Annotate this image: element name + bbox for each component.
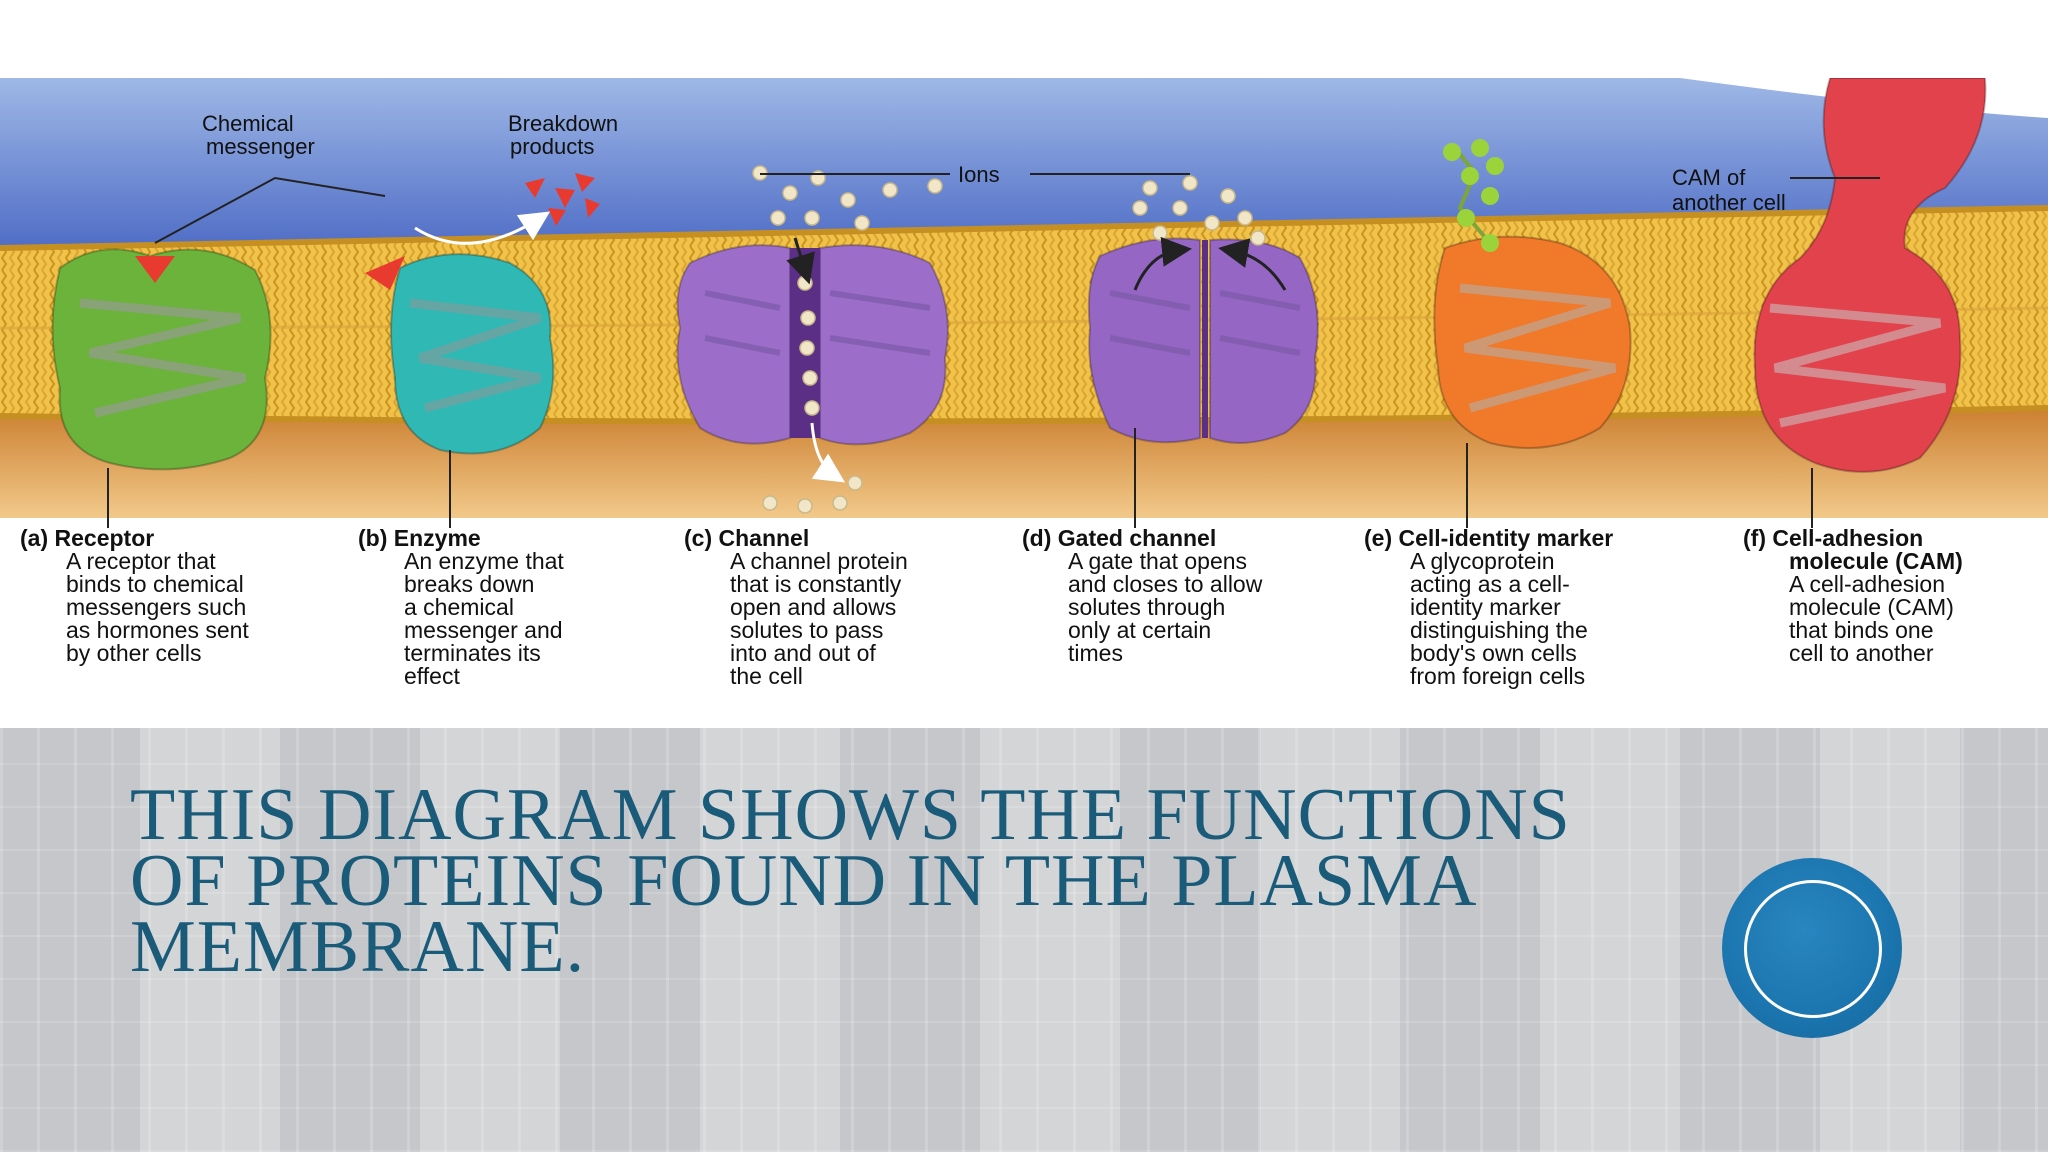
free-messenger [365,256,405,290]
protein-desc-2-4: into and out of [730,640,876,666]
label-cam-other-1: CAM of [1672,165,1746,190]
protein-desc-2-0: A channel protein [730,548,908,574]
protein-title-0-0: (a) Receptor [20,525,154,551]
protein-desc-5-2: that binds one [1789,617,1934,643]
protein-desc-4-5: from foreign cells [1410,663,1585,689]
receptor-protein [51,248,272,471]
gated-channel-protein [1087,237,1319,444]
protein-desc-0-0: A receptor that [66,548,216,574]
protein-desc-5-1: molecule (CAM) [1789,594,1954,620]
protein-desc-0-3: as hormones sent [66,617,249,643]
ions [752,165,1266,514]
protein-desc-1-3: messenger and [404,617,563,643]
protein-desc-2-3: solutes to pass [730,617,883,643]
protein-desc-3-1: and closes to allow [1068,571,1263,597]
leader-lines [107,173,1880,528]
glycoprotein-chain [1443,139,1504,252]
protein-title-2-0: (c) Channel [684,525,809,551]
label-ions: Ions [958,162,1000,187]
label-breakdown-products-1: Breakdown [508,111,618,136]
cell-adhesion-molecule-protein [1753,78,1987,473]
bound-messenger [135,256,175,283]
label-breakdown-products-2: products [510,134,594,159]
protein-desc-4-4: body's own cells [1410,640,1577,666]
protein-desc-0-2: messengers such [66,594,246,620]
label-chemical-messenger-1: Chemical [202,111,294,136]
protein-desc-0-4: by other cells [66,640,202,666]
protein-title-1-0: (b) Enzyme [358,525,481,551]
breakdown-products-fragments [525,173,600,226]
protein-title-5-0: (f) Cell-adhesion [1743,525,1923,551]
protein-desc-3-3: only at certain [1068,617,1211,643]
title-band [0,728,2048,1152]
protein-desc-3-0: A gate that opens [1068,548,1247,574]
cell-identity-marker-protein [1433,235,1632,449]
protein-desc-1-4: terminates its [404,640,541,666]
protein-title-3-0: (d) Gated channel [1022,525,1216,551]
page-title: This diagram shows the functions of prot… [130,774,1571,988]
protein-desc-4-3: distinguishing the [1410,617,1588,643]
protein-desc-1-0: An enzyme that [404,548,564,574]
protein-desc-1-5: effect [404,663,460,689]
protein-desc-3-2: solutes through [1068,594,1225,620]
circle-badge-icon [1722,858,1902,1038]
protein-title-4-0: (e) Cell-identity marker [1364,525,1613,551]
protein-desc-5-3: cell to another [1789,640,1934,666]
label-area [0,518,2048,728]
protein-desc-4-0: A glycoprotein [1410,548,1554,574]
protein-desc-4-2: identity marker [1410,594,1561,620]
membrane-protein-diagram: Chemical messenger Breakdown products Io… [0,78,2048,728]
protein-title-5-1: molecule (CAM) [1789,548,1963,574]
enzyme-protein [390,253,555,455]
protein-desc-2-5: the cell [730,663,803,689]
protein-desc-3-4: times [1068,640,1123,666]
protein-desc-2-1: that is constantly [730,571,902,597]
protein-desc-4-1: acting as a cell- [1410,571,1570,597]
label-chemical-messenger-2: messenger [206,134,315,159]
protein-desc-1-2: a chemical [404,594,514,620]
label-cam-other-2: another cell [1672,190,1786,215]
protein-desc-2-2: open and allows [730,594,896,620]
protein-desc-5-0: A cell-adhesion [1789,571,1945,597]
protein-desc-1-1: breaks down [404,571,534,597]
badge-ring [1744,880,1882,1018]
protein-desc-0-1: binds to chemical [66,571,244,597]
